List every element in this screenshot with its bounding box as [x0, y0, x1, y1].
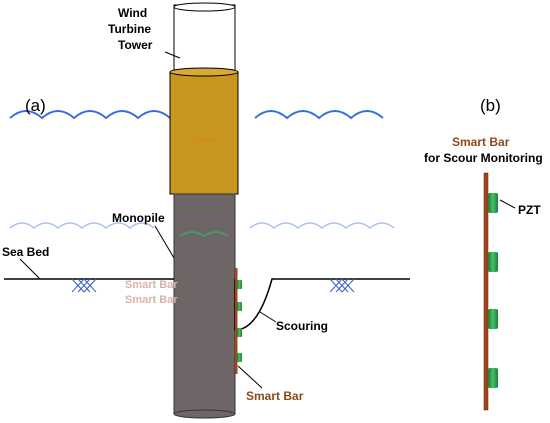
smart-bar-label: Smart Bar — [246, 389, 304, 403]
tower-arrow — [164, 51, 181, 59]
seabed-label: Sea Bed — [2, 245, 49, 259]
panel-a-label: (a) — [25, 96, 46, 115]
water-wave-lower — [9, 222, 395, 229]
monopile-bottom — [173, 409, 236, 419]
transition-piece — [169, 71, 239, 195]
panel-b: (b) Smart Bar for Scour Monitoring PZT — [424, 96, 543, 411]
monopile-arrow — [154, 225, 175, 259]
panel-a: Smart Bar Smart Bar (a) Wind Turbine Tow… — [2, 2, 410, 419]
scouring-arrow — [259, 311, 277, 323]
wind-turbine-tower — [173, 4, 236, 74]
seabed-arrow — [19, 258, 41, 280]
ghost-smart-bar-label: Smart Bar — [125, 279, 178, 291]
ghost-smart-bar-label-2: Smart Bar — [125, 294, 178, 306]
tower-top-ellipse — [173, 2, 236, 12]
pzt-label: PZT — [518, 203, 541, 217]
pzt-sensor-detail — [488, 252, 498, 272]
scouring-label: Scouring — [276, 319, 328, 333]
panel-b-subtitle: for Scour Monitoring — [424, 151, 543, 165]
pzt-sensor — [237, 328, 242, 337]
water-surface-wave — [9, 110, 384, 120]
tower-label-line1: Wind — [118, 6, 147, 20]
pzt-sensor-detail — [488, 193, 498, 213]
pzt-sensor — [237, 302, 242, 311]
pzt-sensor — [237, 353, 242, 362]
tower-label-line2: Turbine — [108, 22, 151, 36]
pzt-arrow — [499, 199, 516, 209]
monopile-wave-ghost — [179, 231, 229, 237]
seabed-hatch-right — [329, 278, 355, 293]
smart-bar-arrow — [237, 365, 263, 389]
monopile-label: Monopile — [112, 211, 165, 225]
panel-b-label: (b) — [480, 96, 501, 115]
pzt-sensor — [237, 280, 242, 289]
smart-bar — [235, 268, 238, 374]
tower-label-line3: Tower — [118, 38, 153, 52]
smart-bar-detail — [483, 172, 489, 411]
panel-b-title: Smart Bar — [452, 135, 510, 149]
pzt-sensor-detail — [488, 309, 498, 329]
transition-piece-top — [169, 67, 239, 77]
monopile — [173, 193, 236, 415]
pzt-sensor-detail — [488, 368, 498, 388]
seabed-hatch-left — [71, 278, 97, 293]
